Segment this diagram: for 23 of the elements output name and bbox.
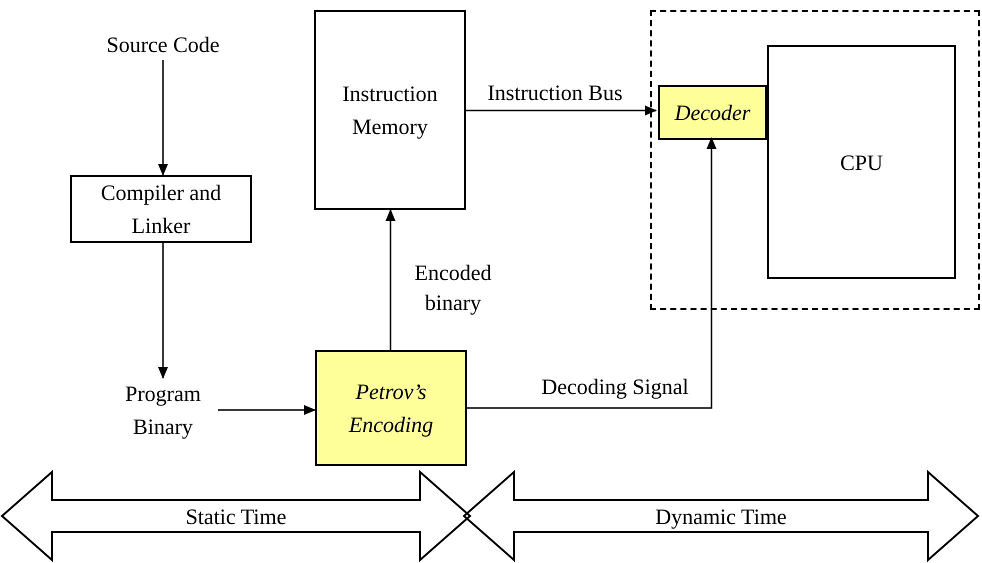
node-text: Decoder bbox=[674, 99, 750, 127]
encoder-box bbox=[315, 350, 467, 466]
node-text: CPU bbox=[840, 148, 883, 176]
process-box bbox=[70, 175, 252, 243]
double-arrow bbox=[0, 470, 472, 562]
node-text: Petrov’s Encoding bbox=[348, 378, 434, 439]
arrow bbox=[386, 209, 396, 350]
arrow bbox=[218, 405, 316, 415]
dashed-group-box bbox=[650, 10, 980, 310]
cpu-box bbox=[767, 45, 956, 279]
memory-box bbox=[314, 10, 466, 210]
arrow bbox=[158, 60, 168, 176]
node-text: Program Binary bbox=[124, 380, 202, 441]
node-text: Instruction Memory bbox=[341, 80, 439, 141]
node-text: Compiler and Linker bbox=[100, 179, 222, 240]
arrow bbox=[158, 243, 168, 379]
node-text: Source Code bbox=[106, 30, 220, 58]
arrow bbox=[467, 137, 716, 409]
node-text: Dynamic Time bbox=[655, 502, 787, 531]
decoder-box bbox=[658, 85, 767, 140]
arrow bbox=[466, 106, 657, 116]
node-text: Static Time bbox=[186, 502, 286, 530]
double-arrow bbox=[462, 470, 980, 562]
